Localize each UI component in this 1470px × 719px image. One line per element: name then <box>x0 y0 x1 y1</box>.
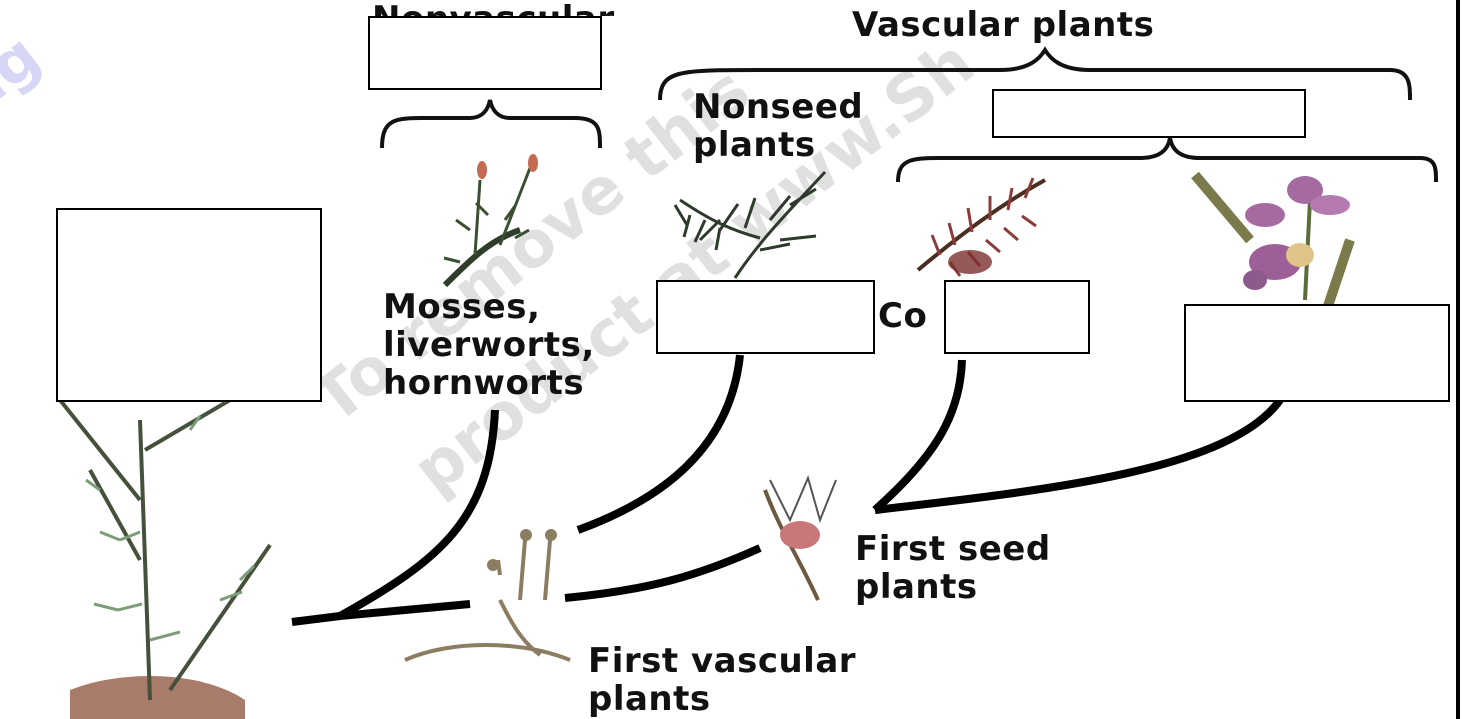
answer-box-nonvascular[interactable] <box>368 16 602 90</box>
nonseed-plants-label: Nonseed plants <box>693 88 863 164</box>
conifer-illustration <box>918 178 1045 276</box>
answer-box-conifers[interactable] <box>944 280 1090 354</box>
first-seed-plants-label: First seed plants <box>855 530 1051 606</box>
brace-nonvascular <box>382 100 600 148</box>
branch-conifers <box>875 360 962 510</box>
first-seed-plant-illustration <box>765 478 836 600</box>
fern-illustration <box>675 172 825 278</box>
answer-box-ancestor[interactable] <box>56 208 322 402</box>
mosses-liverworts-hornworts-label: Mosses, liverworts, hornworts <box>383 288 595 402</box>
moss-illustration <box>444 154 538 285</box>
algae-illustration <box>60 400 270 719</box>
branch-seed-line <box>565 548 760 598</box>
branch-root <box>292 604 470 622</box>
first-vascular-plant-illustration <box>405 531 570 660</box>
answer-box-seed-plants[interactable] <box>992 89 1306 138</box>
vascular-plants-label: Vascular plants <box>852 6 1154 44</box>
answer-box-flowering[interactable] <box>1184 304 1450 402</box>
brace-seed <box>898 138 1436 182</box>
branch-flowering <box>875 400 1280 510</box>
answer-box-nonseed-group[interactable] <box>656 280 875 354</box>
branch-nonseed <box>578 355 740 530</box>
first-vascular-plants-label: First vascular plants <box>588 642 856 718</box>
conifers-label-partial: Co <box>878 297 927 335</box>
branch-mosses <box>340 410 495 616</box>
